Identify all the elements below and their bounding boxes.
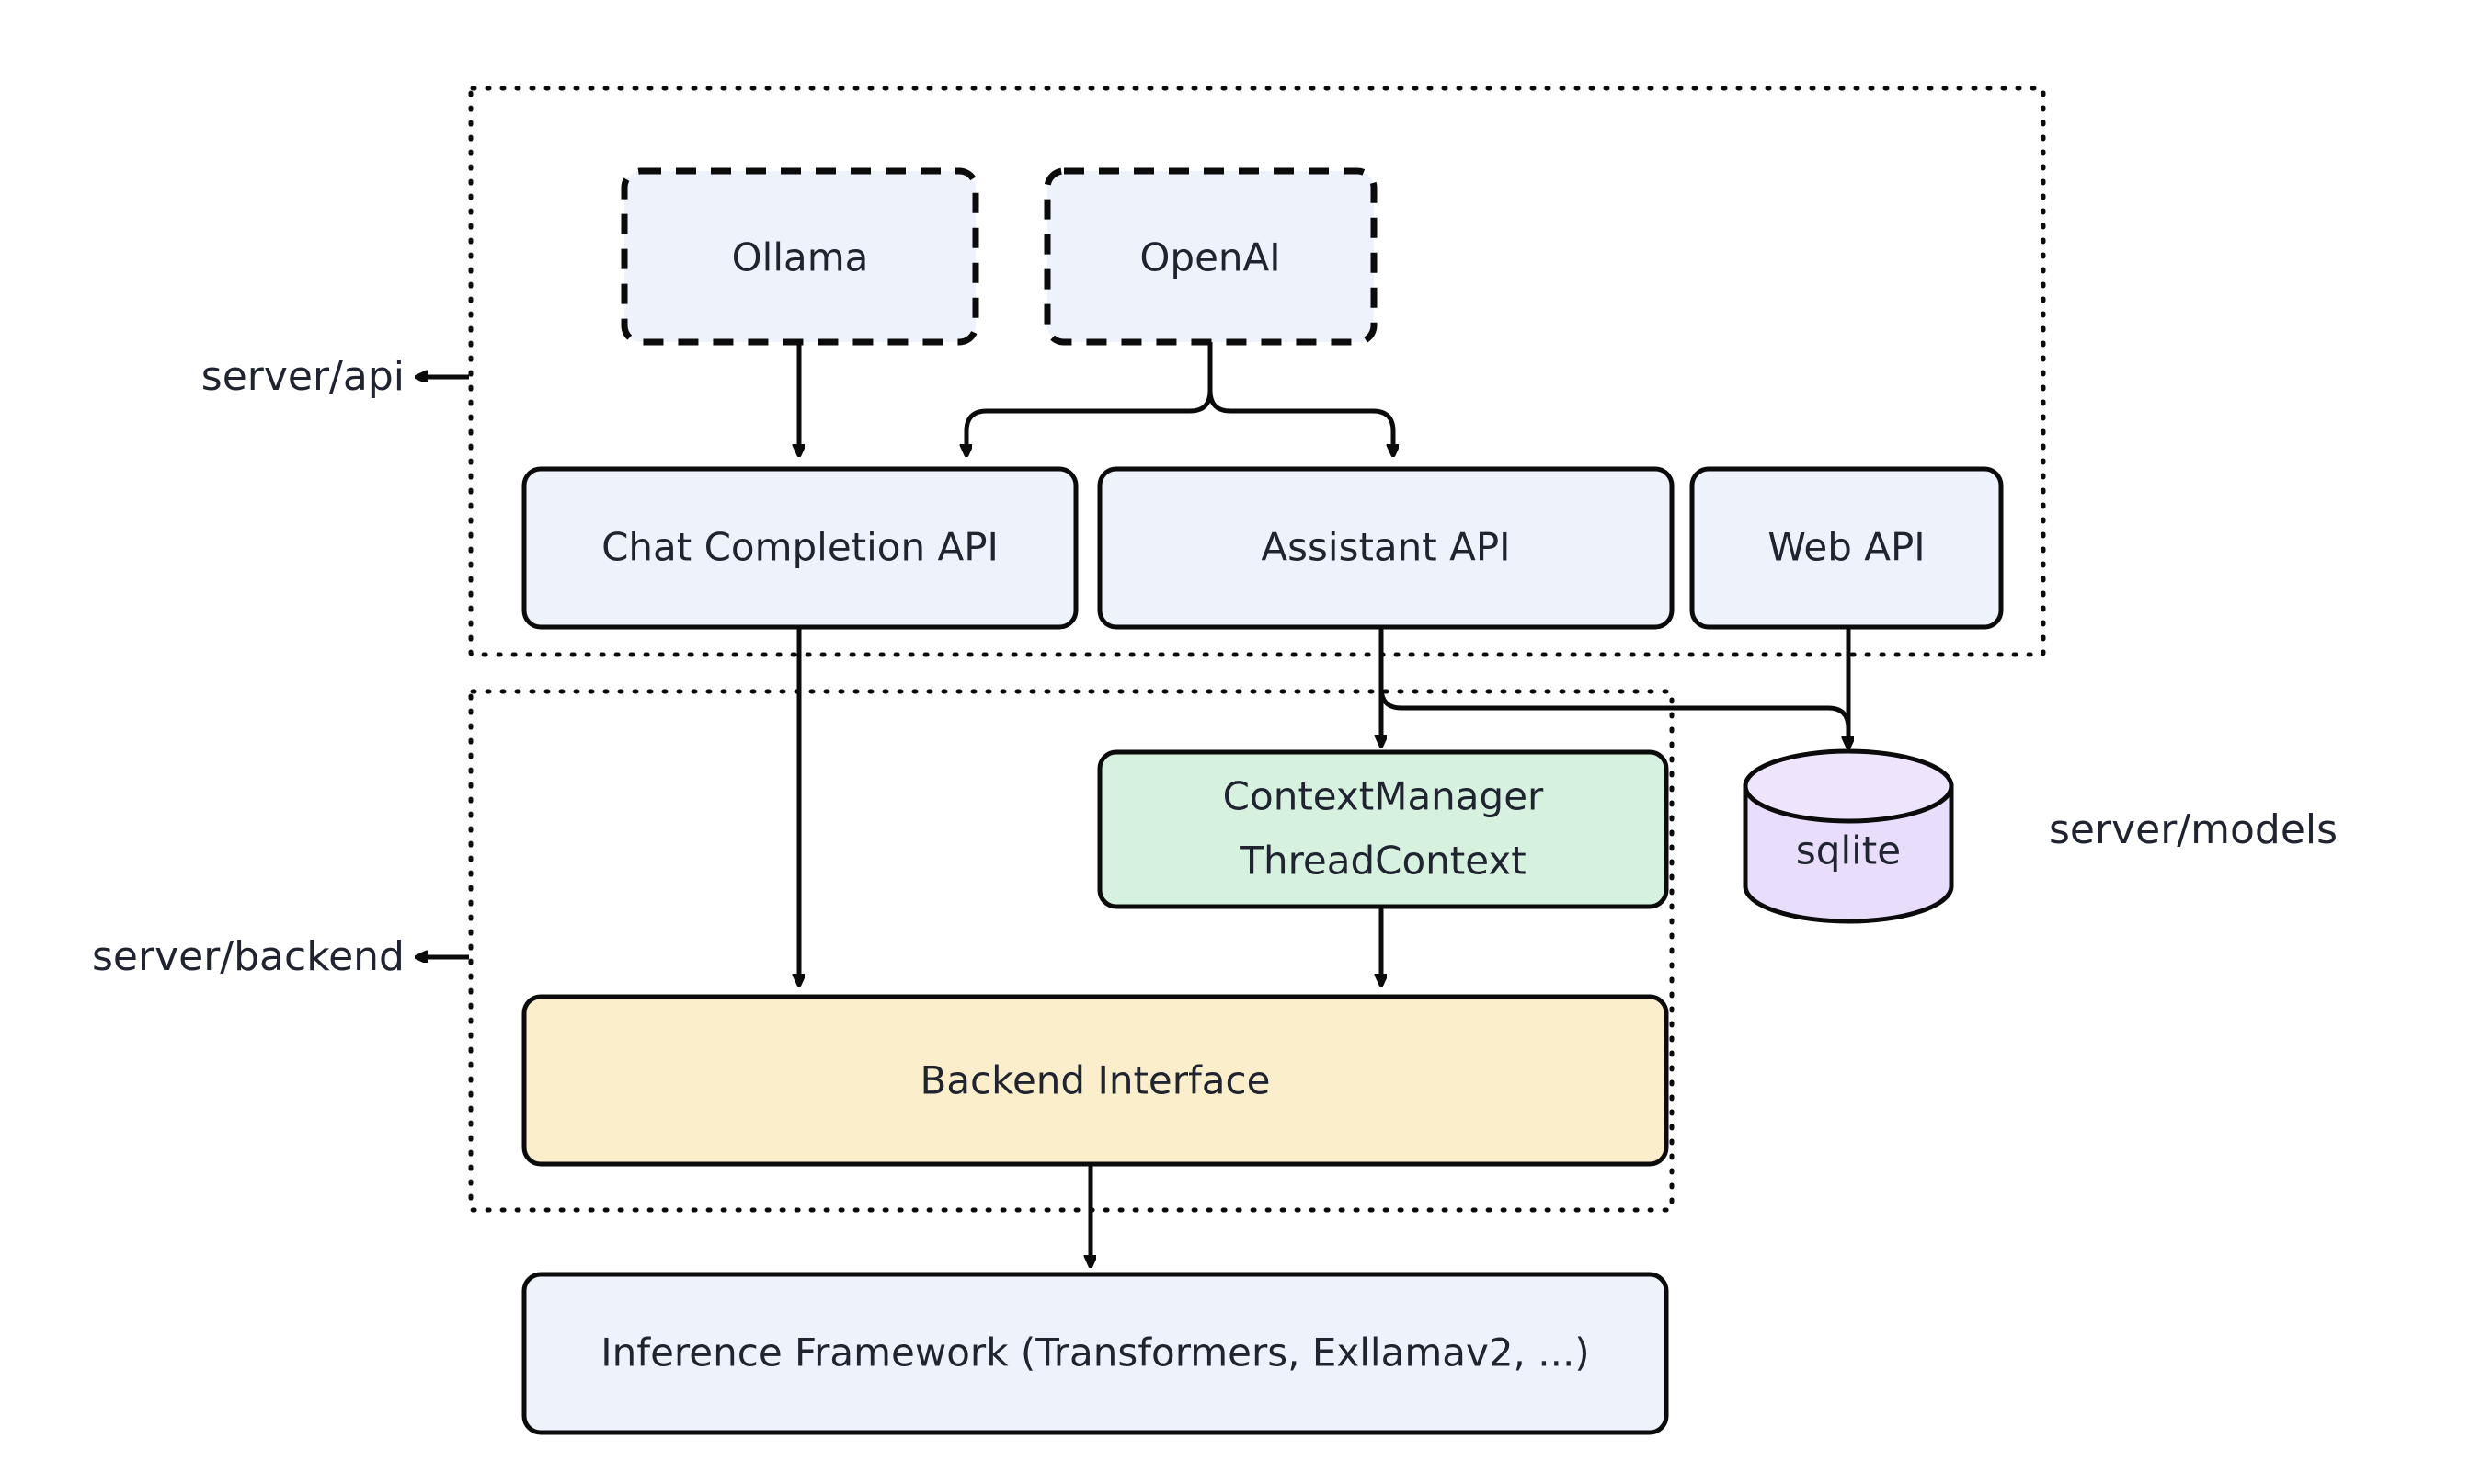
group-label-server-backend: server/backend [92,933,469,980]
group-label-server-api: server/api [201,353,469,400]
node-ollama-label: Ollama [732,235,869,280]
node-sqlite-label: sqlite [1796,828,1901,873]
node-backend-interface-label: Backend Interface [921,1058,1271,1103]
node-openai[interactable]: OpenAI [1044,167,1378,346]
node-openai-label: OpenAI [1139,235,1280,280]
group-label-server-models-text: server/models [2049,806,2338,853]
node-inference-framework-label: Inference Framework (Transformers, Exlla… [600,1330,1589,1376]
node-context-manager-label-line2: ThreadContext [1239,839,1526,884]
node-ollama[interactable]: Ollama [621,167,979,346]
node-assistant-api[interactable]: Assistant API [1097,466,1675,630]
node-web-api[interactable]: Web API [1689,466,2004,630]
group-label-server-api-text: server/api [201,353,405,400]
node-backend-interface[interactable]: Backend Interface [521,994,1669,1167]
group-container-api [468,86,2046,657]
node-chat-completion-api-label: Chat Completion API [601,525,999,570]
group-label-server-models: server/models [2049,806,2338,853]
edge-assistant-api-to-sqlite [1378,627,1848,747]
group-container-backend [468,689,1675,1213]
node-sqlite[interactable]: sqlite [1743,748,1954,924]
node-web-api-label: Web API [1767,525,1925,570]
node-context-manager-label-line1: ContextManager [1223,774,1544,819]
edge-openai-to-chat-api [966,390,1213,454]
node-inference-framework[interactable]: Inference Framework (Transformers, Exlla… [521,1272,1669,1435]
node-assistant-api-label: Assistant API [1261,525,1510,570]
edge-openai-to-assistant-api [1207,390,1393,454]
node-context-manager[interactable]: ContextManager ThreadContext [1097,749,1669,909]
node-chat-completion-api[interactable]: Chat Completion API [521,466,1079,630]
group-label-server-backend-text: server/backend [92,933,405,980]
